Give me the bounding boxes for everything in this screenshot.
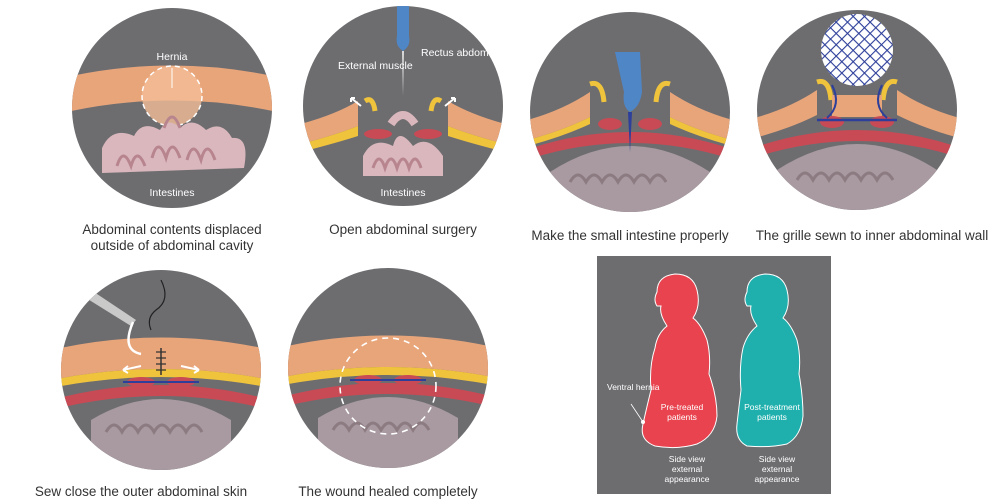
step-6-caption: The wound healed completely xyxy=(278,484,498,500)
step-3-illustration xyxy=(530,12,730,212)
pre-treated-label: Pre-treated patients xyxy=(660,402,704,422)
step-4-caption: The grille sewn to inner abdominal wall xyxy=(747,228,997,244)
external-muscle-label: External muscle xyxy=(338,60,413,72)
step-3-caption: Make the small intestine properly xyxy=(520,228,740,244)
gloved-hand xyxy=(615,52,642,112)
step-5-caption-text: Sew close the outer abdominal skin xyxy=(34,484,248,499)
intestines xyxy=(550,146,710,212)
intestines xyxy=(777,144,937,210)
step-2-caption-text: Open abdominal surgery xyxy=(329,222,477,237)
rectus-muscle-label: Rectus abdominis muscle xyxy=(421,47,503,59)
intestines xyxy=(102,115,246,173)
side-view-label-pre: Side view external appearance xyxy=(664,454,710,484)
step-4-illustration xyxy=(757,10,957,210)
healed-area-outline xyxy=(339,337,437,435)
intestines xyxy=(318,397,458,468)
intestines xyxy=(363,111,443,176)
placement-arrow-left xyxy=(826,84,837,119)
step-1-illustration: Hernia Intestines xyxy=(72,8,272,208)
scalpel xyxy=(402,51,404,96)
mesh-icon xyxy=(821,14,893,86)
pre-treated-silhouette xyxy=(641,273,718,449)
step-2-caption: Open abdominal surgery xyxy=(303,222,503,238)
hernia-label: Hernia xyxy=(157,51,188,63)
step-5-illustration xyxy=(61,270,261,470)
gloved-hand xyxy=(396,6,410,51)
post-treatment-silhouette xyxy=(736,273,804,448)
step-5-caption: Sew close the outer abdominal skin xyxy=(21,484,261,500)
step-3-caption-text: Make the small intestine properly xyxy=(531,228,729,243)
intestines-label: Intestines xyxy=(381,187,426,199)
ventral-hernia-label: Ventral hernia xyxy=(607,382,660,392)
step-4-caption-text: The grille sewn to inner abdominal wall xyxy=(755,228,989,243)
side-view-label-post: Side view external appearance xyxy=(754,454,800,484)
intestines xyxy=(91,399,231,470)
muscle-right xyxy=(414,129,442,139)
step-1-caption: Abdominal contents displaced outside of … xyxy=(72,222,272,254)
placement-arrow-right xyxy=(877,84,888,119)
needle-holder-icon xyxy=(86,290,136,326)
post-treatment-label: Post-treatment patients xyxy=(744,402,800,422)
step-2-illustration: External muscle Rectus abdominis muscle … xyxy=(303,6,503,206)
muscle-left xyxy=(364,129,392,139)
step-1-caption-text: Abdominal contents displaced outside of … xyxy=(82,222,262,253)
needle-icon xyxy=(127,321,142,356)
step-6-illustration xyxy=(288,268,488,468)
comparison-panel: Ventral hernia Pre-treated patients Post… xyxy=(597,256,831,494)
step-6-caption-text: The wound healed completely xyxy=(298,484,478,499)
intestines-label: Intestines xyxy=(150,187,195,199)
